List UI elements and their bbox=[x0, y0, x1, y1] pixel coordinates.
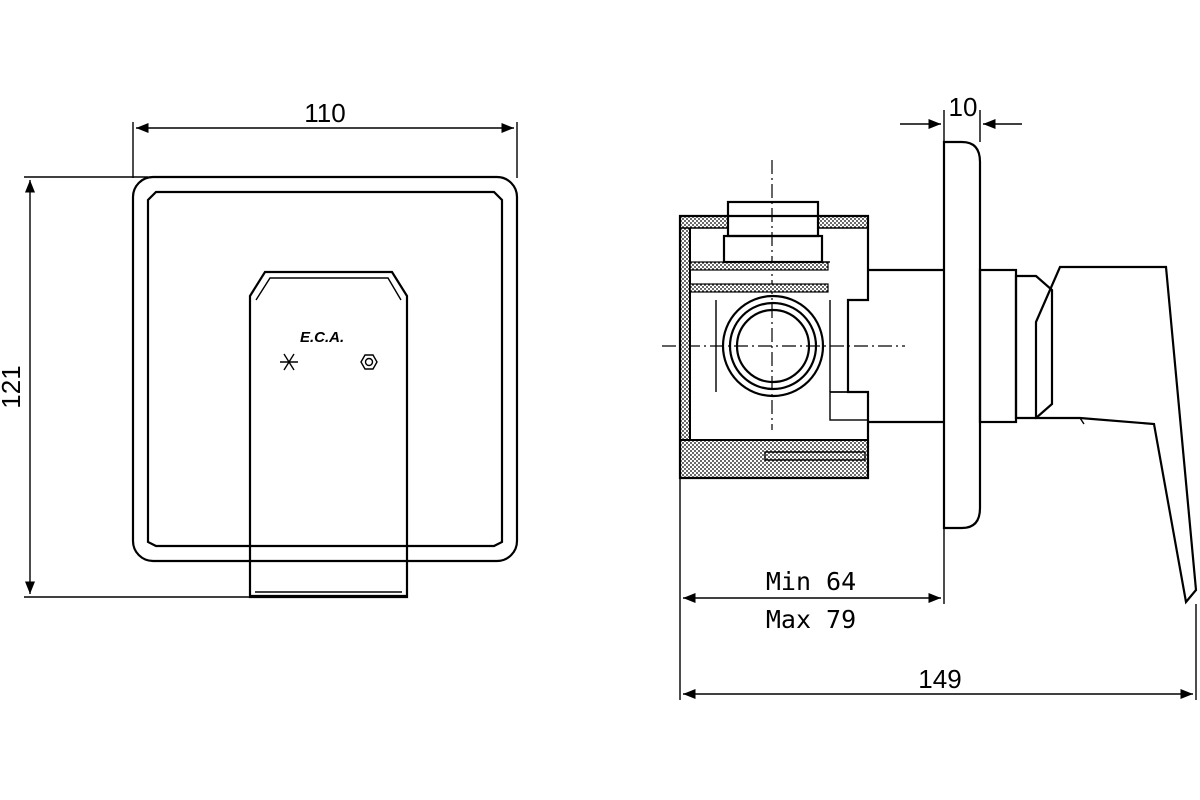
dimension-label-110: 110 bbox=[304, 98, 345, 128]
brand-logo: E.C.A. bbox=[300, 329, 344, 346]
dimension-label-10: 10 bbox=[949, 92, 978, 122]
cover-plate-side bbox=[942, 140, 982, 530]
dimension-label-121: 121 bbox=[0, 365, 26, 408]
cartridge-top bbox=[722, 200, 830, 264]
side-view: 10 bbox=[662, 92, 1198, 700]
dimension-min-max: Min 64 Max 79 bbox=[679, 478, 945, 700]
handle-hub bbox=[978, 268, 1054, 424]
hot-sun-icon bbox=[360, 354, 378, 370]
outlet-port bbox=[715, 294, 831, 398]
dimension-thickness-10: 10 bbox=[900, 92, 1022, 142]
lever-handle-side bbox=[1034, 265, 1198, 605]
front-view: 110 121 E.C.A. bbox=[0, 98, 519, 599]
valve-stem bbox=[868, 268, 944, 424]
lever-handle-front bbox=[248, 270, 409, 599]
dimension-label-min: Min 64 bbox=[766, 567, 856, 596]
dimension-label-max: Max 79 bbox=[766, 605, 856, 634]
dimension-label-149: 149 bbox=[918, 664, 961, 694]
snowflake-icon bbox=[280, 353, 298, 371]
dimension-total-149: 149 bbox=[683, 604, 1197, 700]
dimension-width-110: 110 bbox=[132, 98, 518, 178]
valve-body-section bbox=[678, 214, 870, 480]
cover-plate bbox=[131, 175, 519, 563]
dimension-height-121: 121 bbox=[0, 176, 250, 598]
